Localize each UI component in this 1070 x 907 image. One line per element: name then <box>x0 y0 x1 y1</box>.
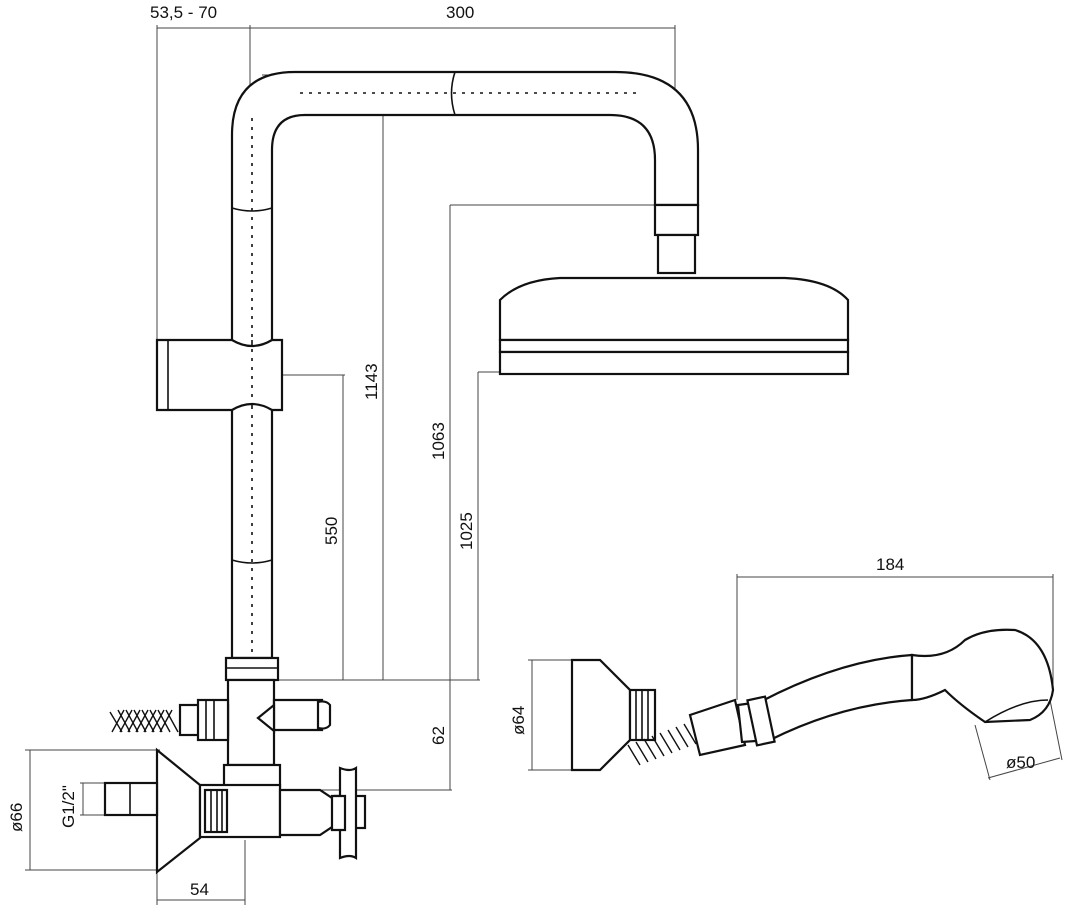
slider <box>155 338 284 412</box>
dim-height-total: 1143 <box>362 363 381 400</box>
dim-flange-diameter: ø66 <box>7 803 26 832</box>
dim-height-slider: 550 <box>322 517 341 545</box>
hand-shower <box>570 628 1055 772</box>
thread-nipple <box>103 781 159 817</box>
dim-handshower-head: ø50 <box>1006 753 1035 772</box>
wall-flange <box>155 747 202 875</box>
dim-thread: G1/2" <box>59 785 78 828</box>
coupling-nut <box>224 656 280 682</box>
head-connector <box>653 203 700 237</box>
dim-flange-depth: 54 <box>190 880 209 899</box>
dim-offset-range: 53,5 - 70 <box>150 3 217 22</box>
hose-spiral-right <box>627 723 697 766</box>
shower-column <box>103 70 850 875</box>
dimension-labels: 53,5 - 70 300 1143 1063 1025 550 62 ø66 … <box>7 3 1035 899</box>
riser-arm-tube <box>230 70 700 660</box>
cross-handle <box>330 765 358 861</box>
shower-head <box>498 276 850 342</box>
dim-arm-length: 300 <box>446 3 474 22</box>
hose-spiral-left <box>109 709 179 733</box>
handshower-head <box>910 628 1055 724</box>
dim-handshower-length: 184 <box>876 555 904 574</box>
handshower-wall-flange <box>570 658 632 772</box>
dim-height-head: 1063 <box>429 422 448 460</box>
dim-height-head-face: 1025 <box>457 512 476 550</box>
dim-height-valve: 62 <box>429 726 448 745</box>
dim-handshower-flange: ø64 <box>509 706 528 735</box>
dimension-lines <box>25 25 1063 905</box>
